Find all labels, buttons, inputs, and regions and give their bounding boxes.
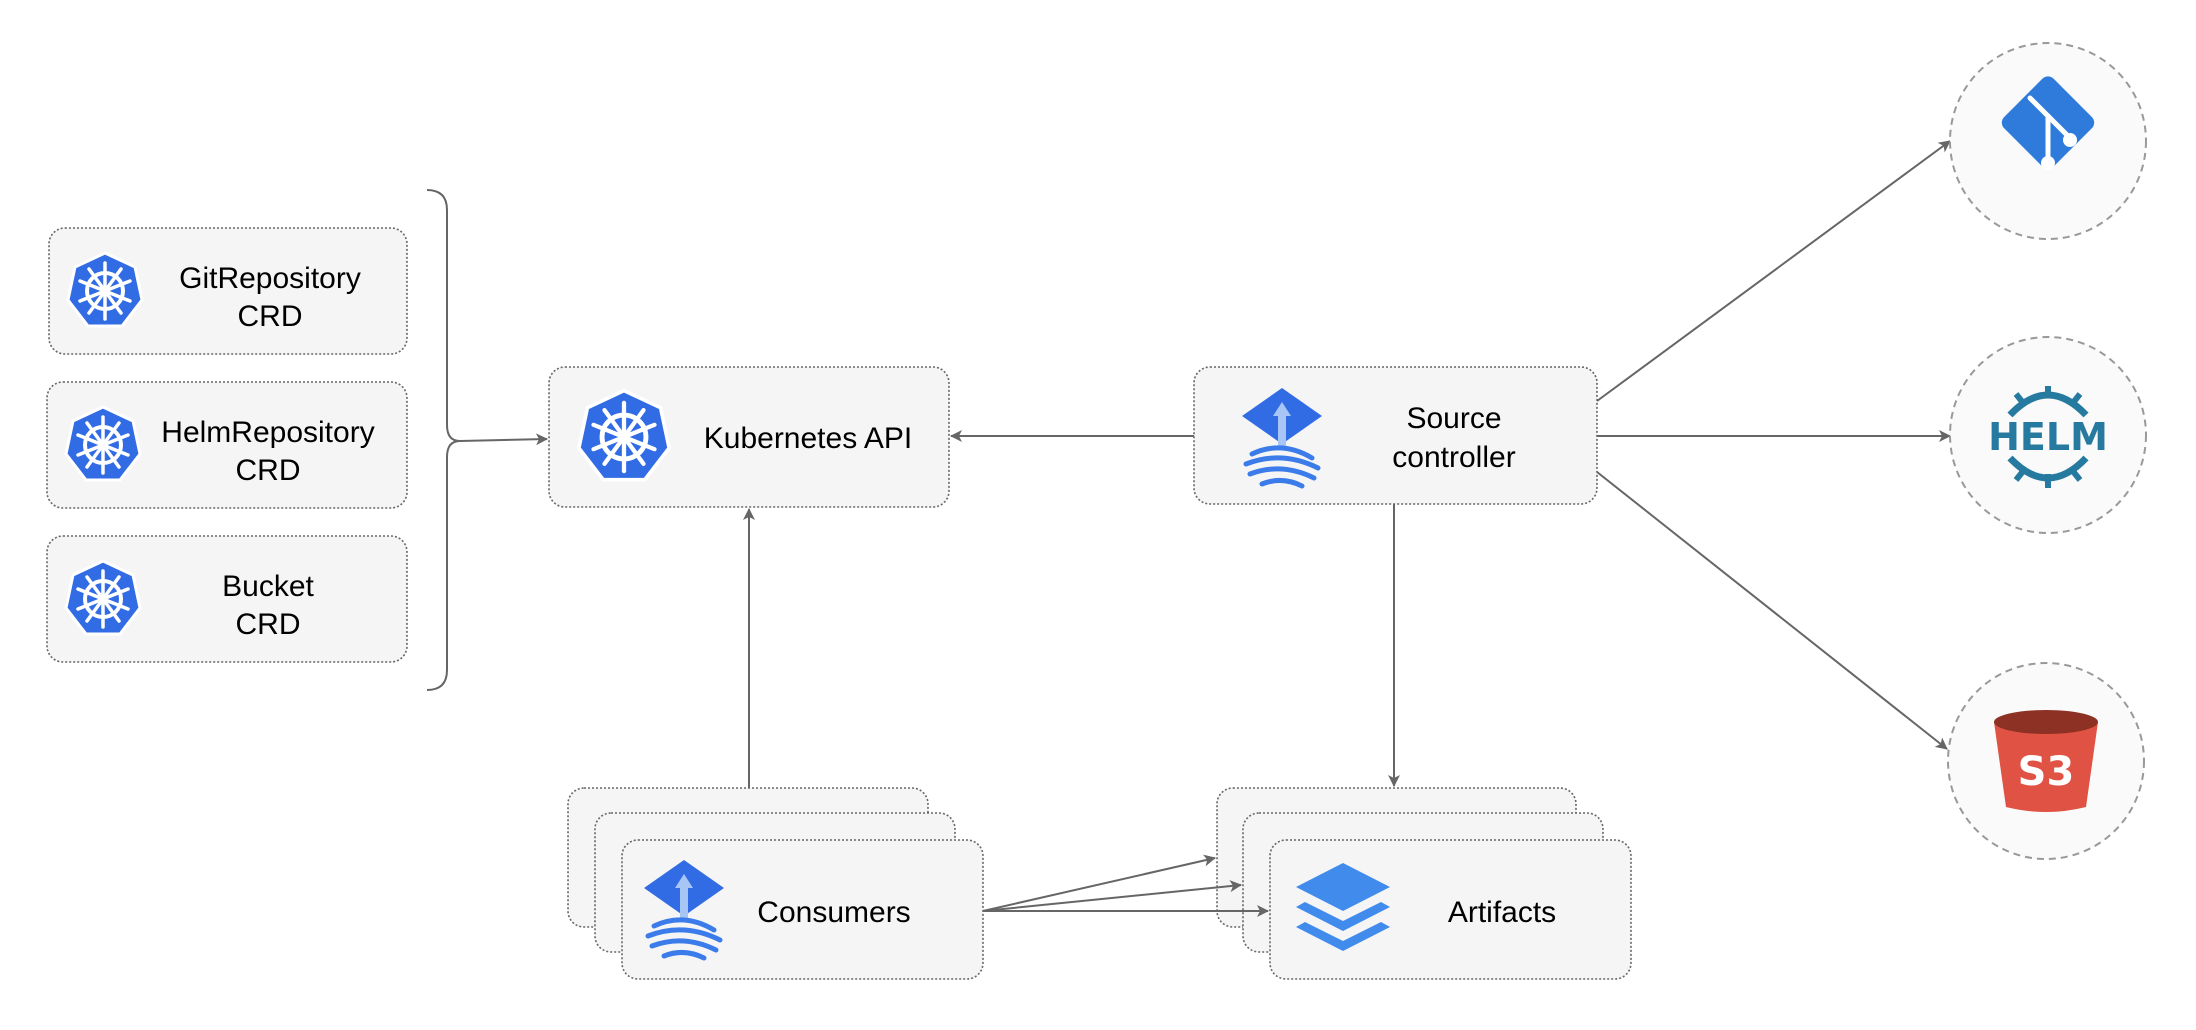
- kubernetes-icon: [64, 405, 142, 482]
- kubernetes-icon: [66, 251, 144, 328]
- git-icon: [2001, 76, 2095, 170]
- crd-bucket[interactable]: Bucket CRD: [46, 535, 408, 663]
- kubernetes-icon: [64, 559, 142, 636]
- kubernetes-api-label: Kubernetes API: [704, 422, 912, 455]
- consumers-label: Consumers: [757, 896, 910, 929]
- s3-source[interactable]: S3: [1947, 662, 2145, 860]
- source-controller-label: controller: [1392, 441, 1515, 474]
- helm-icon: HELM: [1988, 386, 2108, 488]
- consumers-node[interactable]: Consumers: [567, 787, 984, 980]
- helm-source[interactable]: HELM: [1949, 336, 2147, 534]
- helm-logo-text: HELM: [1988, 415, 2108, 459]
- crd-label: CRD: [236, 608, 301, 641]
- edge-consumers-to-artifacts: [982, 854, 1216, 912]
- git-source[interactable]: [1949, 42, 2147, 240]
- crd-label: GitRepository: [179, 262, 361, 295]
- crd-label: CRD: [236, 454, 301, 487]
- edge-source-controller-to-s3: [1596, 471, 1948, 750]
- s3-logo-text: S3: [2018, 749, 2075, 795]
- kubernetes-api-node[interactable]: Kubernetes API: [548, 366, 950, 508]
- crd-label: Bucket: [222, 570, 314, 603]
- crd-helmrepository[interactable]: HelmRepository CRD: [46, 381, 408, 509]
- artifacts-label: Artifacts: [1448, 896, 1556, 929]
- kubernetes-icon: [579, 391, 669, 480]
- crd-bracket: [426, 189, 461, 691]
- source-controller-label: Source: [1406, 402, 1501, 435]
- crd-label: HelmRepository: [161, 416, 374, 449]
- source-controller-node[interactable]: Source controller: [1193, 366, 1598, 505]
- artifacts-node[interactable]: Artifacts: [1216, 787, 1632, 980]
- crd-label: CRD: [238, 300, 303, 333]
- edge-consumers-to-artifacts: [982, 880, 1242, 912]
- layers-icon: [1296, 863, 1390, 951]
- edge-source-controller-to-git: [1596, 140, 1951, 402]
- crd-gitrepository[interactable]: GitRepository CRD: [48, 227, 408, 355]
- s3-bucket-icon: S3: [1994, 710, 2098, 812]
- edge-crds-to-kubernetes-api: [459, 433, 548, 446]
